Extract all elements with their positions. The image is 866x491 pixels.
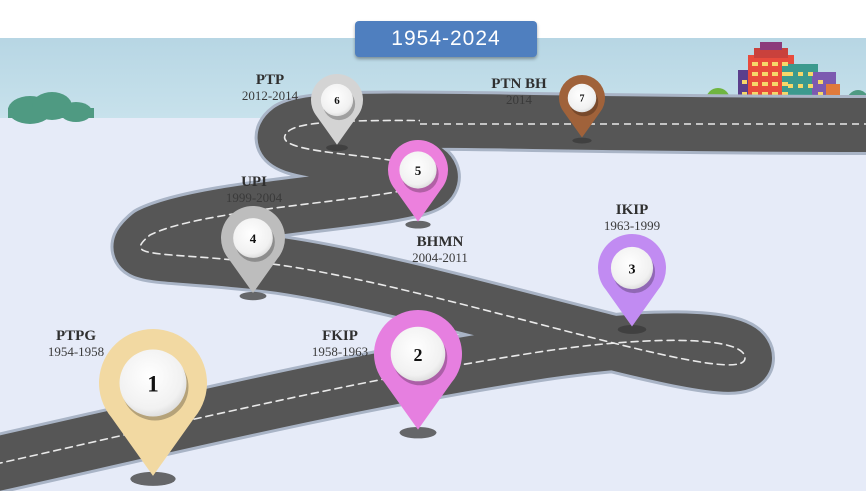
pin-disc bbox=[390, 326, 446, 382]
bush-icon bbox=[8, 92, 94, 124]
milestone-name: BHMN bbox=[416, 234, 464, 250]
pin-shadow bbox=[572, 137, 592, 144]
pin-number: 6 bbox=[334, 95, 340, 107]
milestone-label-6: PTP 2012-2014 bbox=[222, 72, 318, 104]
milestone-pin-7: 7 bbox=[559, 75, 605, 144]
pin-shadow bbox=[326, 144, 348, 152]
pin-disc bbox=[399, 151, 437, 189]
milestone-years: 1958-1963 bbox=[311, 344, 369, 360]
pin-number: 4 bbox=[250, 231, 257, 246]
milestone-pin-4: 4 bbox=[221, 205, 286, 301]
milestone-years: 1963-1999 bbox=[603, 218, 661, 234]
milestone-years: 2012-2014 bbox=[241, 88, 299, 104]
milestone-name: PTN BH bbox=[491, 76, 547, 92]
pin-number: 3 bbox=[629, 262, 636, 277]
milestone-pin-5: 5 bbox=[388, 140, 448, 229]
pin-disc bbox=[233, 218, 273, 258]
milestone-label-2: FKIP 1958-1963 bbox=[292, 328, 388, 360]
milestone-years: 2004-2011 bbox=[412, 250, 468, 266]
pin-disc bbox=[320, 83, 354, 117]
milestone-label-1: PTPG 1954-1958 bbox=[28, 328, 124, 360]
milestone-label-4: UPI 1999-2004 bbox=[206, 174, 302, 206]
milestone-years: 1999-2004 bbox=[225, 190, 283, 206]
pin-number: 2 bbox=[414, 345, 423, 365]
milestone-years: 2014 bbox=[506, 92, 532, 108]
title-badge: 1954-2024 bbox=[355, 21, 537, 57]
pin-shadow bbox=[405, 220, 431, 229]
pin-shadow bbox=[239, 291, 267, 301]
milestone-pin-2: 2 bbox=[373, 310, 462, 439]
pin-number: 1 bbox=[147, 372, 159, 397]
milestone-name: IKIP bbox=[615, 202, 649, 218]
milestone-pin-1: 1 bbox=[99, 329, 208, 486]
pin-shadow bbox=[617, 325, 647, 334]
milestone-label-7: PTN BH 2014 bbox=[471, 76, 567, 108]
pin-number: 7 bbox=[580, 94, 585, 105]
pin-disc bbox=[567, 83, 597, 113]
pin-disc bbox=[119, 349, 187, 417]
milestone-pin-3: 3 bbox=[598, 234, 666, 334]
pin-disc bbox=[610, 246, 654, 290]
milestone-label-3: IKIP 1963-1999 bbox=[584, 202, 680, 234]
milestone-name: PTP bbox=[255, 72, 285, 88]
milestone-label-5: BHMN 2004-2011 bbox=[392, 234, 488, 266]
milestone-name: FKIP bbox=[322, 328, 358, 344]
milestone-pin-6: 6 bbox=[311, 74, 363, 152]
pin-shadow bbox=[130, 471, 176, 486]
winding-road bbox=[0, 90, 866, 491]
pin-shadow bbox=[399, 426, 437, 439]
milestone-name: UPI bbox=[241, 174, 267, 190]
pin-number: 5 bbox=[415, 163, 422, 178]
milestone-years: 1954-1958 bbox=[47, 344, 105, 360]
milestone-name: PTPG bbox=[56, 328, 96, 344]
